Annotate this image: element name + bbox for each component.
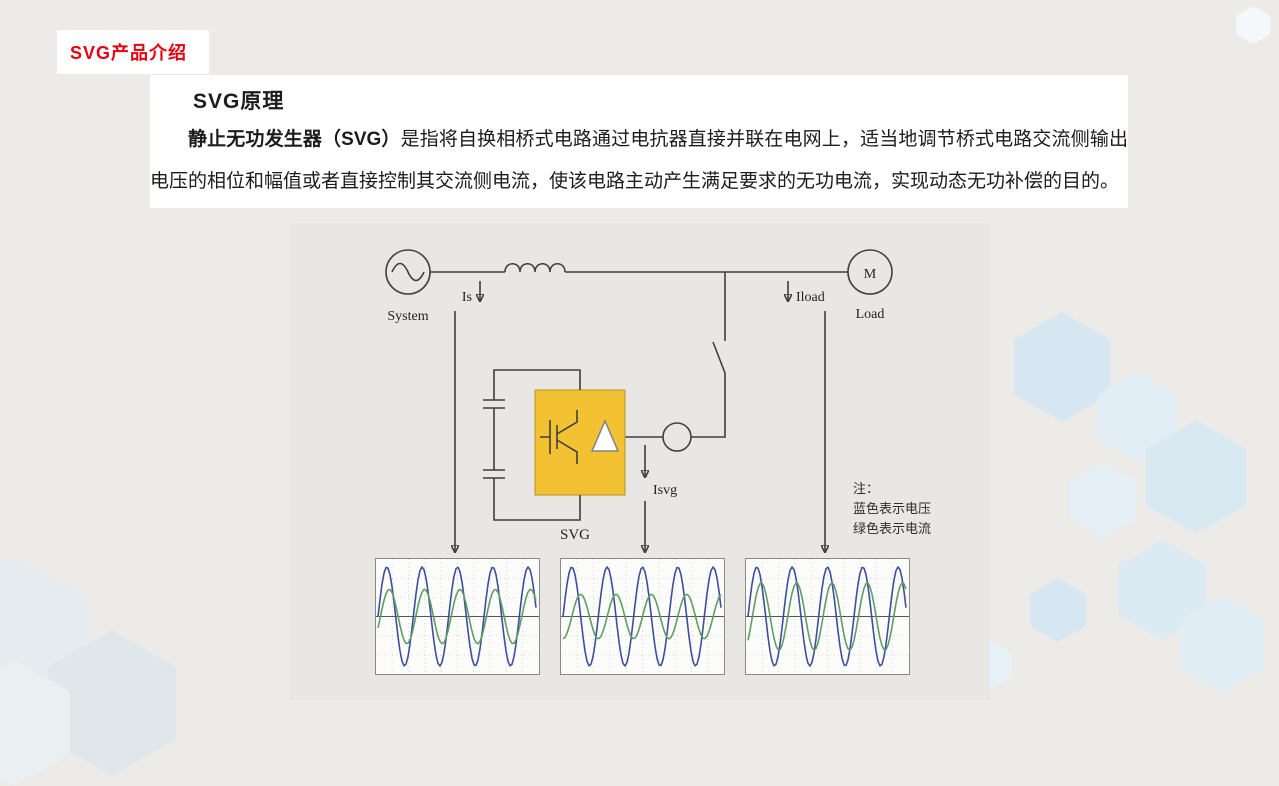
is-label: Is <box>462 290 472 305</box>
svg-box-label: SVG <box>560 527 590 543</box>
reactor-inductor <box>504 262 566 273</box>
circuit-schematic: System M Load Is Iload SVG Isvg <box>385 249 931 700</box>
system-label: System <box>387 309 428 324</box>
slide-corner-chip: SVG产品介绍 <box>57 30 210 74</box>
load-label: Load <box>856 307 885 322</box>
paragraph-lead-bold: 静止无功发生器（SVG） <box>188 129 401 150</box>
paragraph-rest: 是指将自换相桥式电路通过电抗器直接并联在电网上，适当地调节桥式电路交流侧输出电压… <box>150 129 1128 192</box>
content-panel: SVG原理 静止无功发生器（SVG）是指将自换相桥式电路通过电抗器直接并联在电网… <box>150 75 1128 208</box>
iload-label: Iload <box>796 290 825 305</box>
sine-symbol <box>391 262 425 282</box>
page-title: SVG原理 <box>193 90 285 113</box>
dc-capacitor-branch <box>483 369 581 521</box>
grid-bus-wires <box>430 262 848 273</box>
hexagon-decoration <box>1180 596 1264 692</box>
isvg-label: Isvg <box>653 483 677 498</box>
hexagon-decoration <box>1070 462 1136 538</box>
igbt-symbol <box>540 410 578 464</box>
svg-branch-wires <box>625 272 726 452</box>
current-transformer-symbol <box>662 422 692 452</box>
description-paragraph: 静止无功发生器（SVG）是指将自换相桥式电路通过电抗器直接并联在电网上，适当地调… <box>150 119 1128 203</box>
slide-corner-label: SVG产品介绍 <box>70 43 188 63</box>
note-line-current: 绿色表示电流 <box>853 521 931 536</box>
motor-letter: M <box>864 267 877 282</box>
load-motor-symbol <box>847 249 893 295</box>
switch-symbol <box>712 341 726 374</box>
note-line-voltage: 蓝色表示电压 <box>853 501 931 516</box>
principle-diagram: System M Load Is Iload SVG Isvg <box>290 223 990 700</box>
waveform-chart-system <box>375 558 540 675</box>
hexagon-decoration <box>1236 6 1270 44</box>
waveform-chart-svg <box>560 558 725 675</box>
hexagon-decoration <box>1014 312 1110 422</box>
waveform-chart-load <box>745 558 910 675</box>
note-heading: 注： <box>853 481 879 496</box>
triangle-symbol <box>590 419 620 452</box>
slide-root: { "slide": { "corner_label": "SVG产品介绍" }… <box>48 6 1270 776</box>
hexagon-decoration <box>1030 578 1086 642</box>
